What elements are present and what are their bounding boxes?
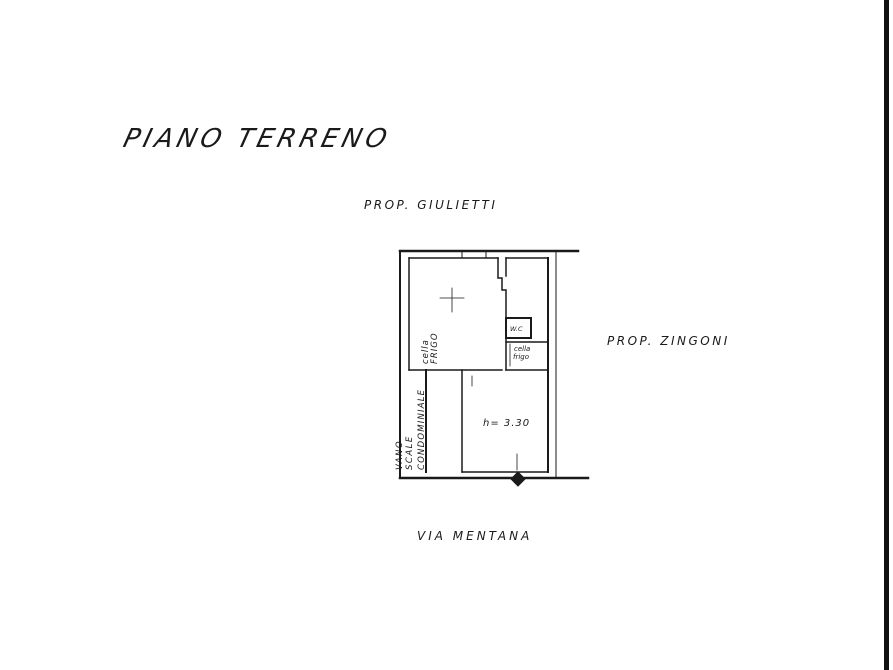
wc-box	[505, 317, 532, 339]
wc-label: W.C	[510, 325, 523, 333]
entrance-marker	[510, 471, 526, 487]
cella-frigo-label: cella	[421, 339, 431, 364]
north-neighbor-label: PROP. GIULIETTI	[364, 198, 498, 212]
page-edge-border	[884, 0, 889, 670]
cella-small-label: cella	[514, 345, 530, 353]
frigo-small-label: frigo	[513, 353, 529, 361]
frigo-label: FRIGO	[430, 332, 440, 364]
stair-label-vano: VANO	[395, 440, 405, 470]
street-label: VIA MENTANA	[417, 529, 533, 543]
stair-label-condominiale: CONDOMINIALE	[417, 389, 427, 470]
east-neighbor-label: PROP. ZINGONI	[607, 334, 730, 348]
stair-label-scale: SCALE	[405, 435, 415, 470]
ceiling-height-label: h= 3.30	[483, 418, 530, 429]
central-partition	[497, 257, 507, 371]
